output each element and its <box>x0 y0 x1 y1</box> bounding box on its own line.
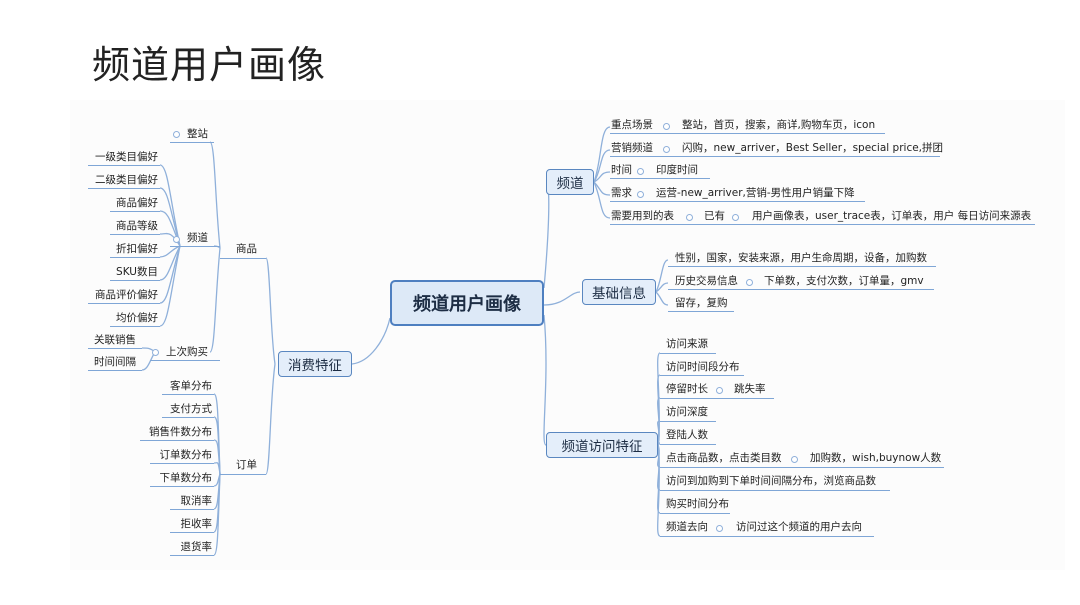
visit-item-value: 跳失率 <box>734 383 766 395</box>
goods-channel-label: 频道 <box>187 232 208 244</box>
channel-item-tables: 用户画像表，user_trace表，订单表，用户 每日访问来源表 <box>752 210 1032 222</box>
order-item: 客单分布 <box>170 380 212 392</box>
basic-item: 留存，复购 <box>675 297 728 309</box>
visit-item: 访问时间段分布 <box>666 361 740 373</box>
connector-lines <box>141 126 669 556</box>
order-item: 取消率 <box>180 495 213 507</box>
last-buy-item: 时间间隔 <box>94 356 136 368</box>
goods-channel-item: 均价偏好 <box>116 312 158 324</box>
order-item: 拒收率 <box>180 518 213 530</box>
goods-channel-item: 一级类目偏好 <box>95 151 158 163</box>
channel-item-value: 印度时间 <box>656 164 698 176</box>
basic-item: 历史交易信息 <box>675 275 738 287</box>
channel-item-label: 需求 <box>611 187 632 199</box>
goods-channel-item: SKU数目 <box>116 266 158 278</box>
visit-item: 登陆人数 <box>666 429 708 441</box>
visit-item: 点击商品数，点击类目数 <box>666 452 782 464</box>
link-center-basic <box>543 291 581 306</box>
collapse-dot-icon <box>637 168 644 175</box>
collapse-dot-icon <box>686 214 693 221</box>
visit-item: 停留时长 <box>666 383 708 395</box>
center-node: 频道用户画像 <box>390 280 544 326</box>
link-center-channel <box>543 181 550 289</box>
link-center-consume <box>351 317 391 365</box>
collapse-dot-icon <box>663 123 670 130</box>
goods-channel-item: 折扣偏好 <box>116 243 158 255</box>
consume-order-label: 订单 <box>236 459 257 471</box>
channel-item-label: 需要用到的表 <box>611 210 674 222</box>
collapse-dot-icon <box>791 456 798 463</box>
channel-item-value: 已有 <box>704 210 725 222</box>
visit-item: 访问来源 <box>666 338 708 350</box>
visit-item: 访问到加购到下单时间间隔分布，浏览商品数 <box>666 475 876 487</box>
basic-item: 性别，国家，安装来源，用户生命周期，设备，加购数 <box>675 252 927 264</box>
page-title: 频道用户画像 <box>92 43 327 87</box>
node-channel: 频道 <box>546 169 594 195</box>
order-item: 销售件数分布 <box>149 426 212 438</box>
link-center-visit <box>543 314 547 446</box>
collapse-dot-icon <box>746 279 753 286</box>
channel-item-label: 时间 <box>611 164 632 176</box>
basic-item-value: 下单数，支付次数，订单量，gmv <box>764 275 924 287</box>
collapse-dot-icon <box>637 191 644 198</box>
collapse-dot-icon <box>173 236 180 243</box>
collapse-dot-icon <box>663 146 670 153</box>
collapse-dot-icon <box>716 387 723 394</box>
channel-item-label: 重点场景 <box>611 119 653 131</box>
visit-item: 访问深度 <box>666 406 708 418</box>
goods-channel-item: 商品等级 <box>116 220 158 232</box>
order-item: 退货率 <box>180 541 213 553</box>
visit-item: 频道去向 <box>666 521 708 533</box>
node-basic-info: 基础信息 <box>582 279 656 305</box>
visit-item: 购买时间分布 <box>666 498 729 510</box>
collapse-dot-icon <box>716 525 723 532</box>
channel-item-value: 闪购，new_arriver，Best Seller，special price… <box>682 142 944 154</box>
order-item: 支付方式 <box>170 403 212 415</box>
goods-channel-item: 商品评价偏好 <box>95 289 158 301</box>
order-item: 下单数分布 <box>159 472 213 484</box>
channel-item-label: 营销频道 <box>611 142 653 154</box>
collapse-dot-icon <box>152 349 159 356</box>
node-consume-features: 消费特征 <box>278 351 352 377</box>
node-visit-features: 频道访问特征 <box>546 432 658 458</box>
goods-channel-item: 商品偏好 <box>116 197 158 209</box>
channel-item-value: 整站，首页，搜索，商详,购物车页，icon <box>682 119 876 131</box>
visit-item-value: 访问过这个频道的用户去向 <box>736 521 862 533</box>
order-item: 订单数分布 <box>159 449 213 461</box>
consume-goods-label: 商品 <box>236 243 257 255</box>
last-buy-item: 关联销售 <box>94 334 136 346</box>
link-channel-1 <box>593 126 611 183</box>
goods-channel-item: 二级类目偏好 <box>95 174 158 186</box>
mind-map-canvas: 频道用户画像 频道 基础信息 频道访问特征 消费特征 重点场景 整站，首页，搜索… <box>70 100 1065 570</box>
channel-item-value: 运营-new_arriver,营销-男性用户销量下降 <box>656 187 855 199</box>
collapse-dot-icon <box>173 131 180 138</box>
collapse-dot-icon <box>732 214 739 221</box>
goods-site-label: 整站 <box>187 128 208 140</box>
goods-last-buy-label: 上次购买 <box>166 346 208 358</box>
visit-item-value: 加购数，wish,buynow人数 <box>810 452 942 464</box>
